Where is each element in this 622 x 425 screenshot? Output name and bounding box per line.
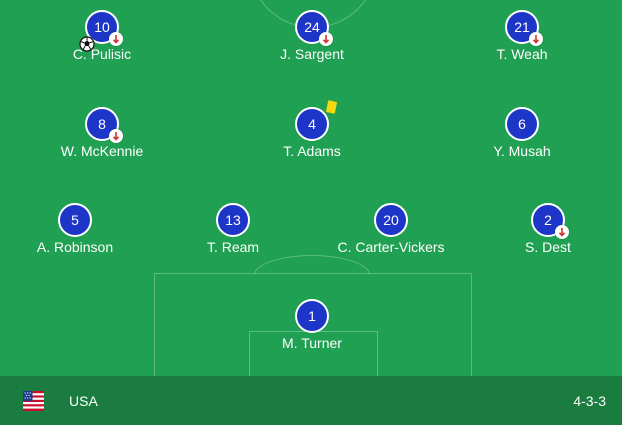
team-footer: USA 4-3-3 bbox=[0, 376, 622, 425]
player-name: M. Turner bbox=[282, 335, 342, 351]
player-number: 10 bbox=[94, 19, 110, 35]
player-adams[interactable]: 4 T. Adams bbox=[232, 100, 392, 159]
player-turner[interactable]: 1 M. Turner bbox=[232, 299, 392, 351]
usa-flag-icon bbox=[23, 391, 44, 411]
player-name: T. Adams bbox=[283, 143, 341, 159]
substitution-out-icon bbox=[319, 32, 333, 46]
substitution-out-icon bbox=[109, 129, 123, 143]
player-number: 6 bbox=[518, 116, 526, 132]
player-number-disc: 6 bbox=[505, 107, 539, 141]
player-name: C. Pulisic bbox=[72, 46, 132, 62]
player-number-disc: 21 bbox=[505, 10, 543, 46]
formation-label: 4-3-3 bbox=[573, 393, 606, 409]
player-pulisic[interactable]: 10 C. Pulisic bbox=[22, 10, 182, 62]
player-name: W. McKennie bbox=[60, 143, 144, 159]
player-ream[interactable]: 13 T. Ream bbox=[153, 203, 313, 255]
player-number-disc: 4 bbox=[295, 100, 338, 141]
substitution-out-icon bbox=[109, 32, 123, 46]
player-dest[interactable]: 2 S. Dest bbox=[468, 203, 622, 255]
player-name: A. Robinson bbox=[36, 239, 114, 255]
player-number: 2 bbox=[544, 212, 552, 228]
substitution-out-icon bbox=[529, 32, 543, 46]
player-number-disc: 10 bbox=[79, 10, 123, 52]
player-number: 8 bbox=[98, 116, 106, 132]
player-mckennie[interactable]: 8 W. McKennie bbox=[22, 107, 182, 159]
player-number-disc: 8 bbox=[85, 107, 123, 143]
player-name: Y. Musah bbox=[493, 143, 551, 159]
player-number: 21 bbox=[514, 19, 530, 35]
player-number-disc: 1 bbox=[295, 299, 329, 333]
player-number: 24 bbox=[304, 19, 320, 35]
player-carter-vickers[interactable]: 20 C. Carter-Vickers bbox=[311, 203, 471, 255]
player-number-disc: 2 bbox=[531, 203, 569, 239]
player-number-disc: 5 bbox=[58, 203, 92, 237]
player-number: 13 bbox=[225, 212, 241, 228]
player-number-disc: 24 bbox=[295, 10, 333, 46]
team-name: USA bbox=[69, 393, 98, 409]
player-robinson[interactable]: 5 A. Robinson bbox=[0, 203, 155, 255]
player-weah[interactable]: 21 T. Weah bbox=[442, 10, 602, 62]
player-name: T. Weah bbox=[496, 46, 548, 62]
player-name: T. Ream bbox=[206, 239, 260, 255]
player-number: 4 bbox=[308, 116, 316, 132]
player-number-disc: 13 bbox=[216, 203, 250, 237]
player-name: C. Carter-Vickers bbox=[337, 239, 445, 255]
player-number: 1 bbox=[308, 308, 316, 324]
player-number-disc: 20 bbox=[374, 203, 408, 237]
player-musah[interactable]: 6 Y. Musah bbox=[442, 107, 602, 159]
penalty-box bbox=[154, 273, 472, 376]
player-number: 5 bbox=[71, 212, 79, 228]
player-number: 20 bbox=[383, 212, 399, 228]
substitution-out-icon bbox=[555, 225, 569, 239]
pitch: 10 C. Pulisic 24 J. Sargent 21 T. Weah bbox=[0, 0, 622, 376]
player-name: J. Sargent bbox=[280, 46, 344, 62]
player-sargent[interactable]: 24 J. Sargent bbox=[232, 10, 392, 62]
player-name: S. Dest bbox=[525, 239, 571, 255]
goal-ball-icon bbox=[79, 32, 95, 52]
yellow-card-icon bbox=[325, 100, 338, 114]
